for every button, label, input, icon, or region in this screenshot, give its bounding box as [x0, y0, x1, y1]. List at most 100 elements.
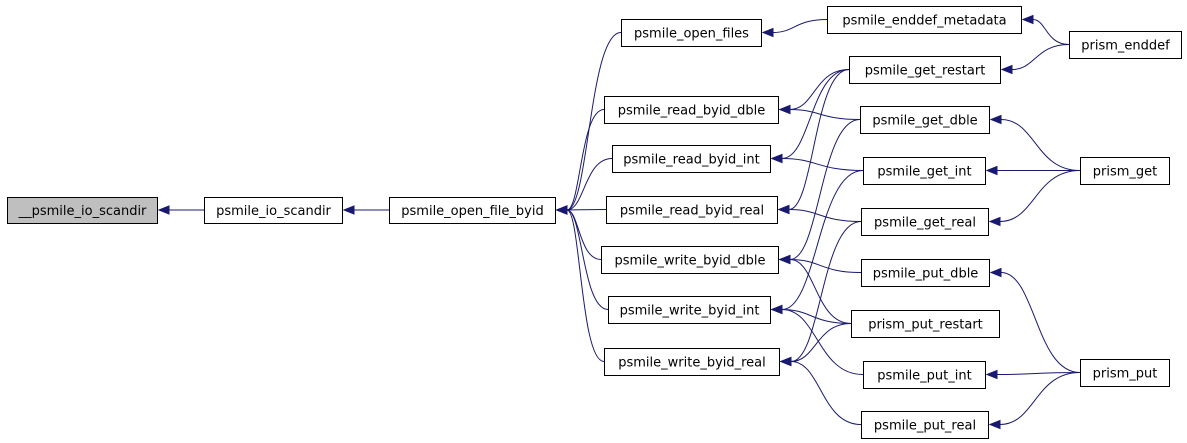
- node-label: prism_put: [1093, 367, 1158, 382]
- graph-node-put-real[interactable]: psmile_put_real: [861, 411, 989, 439]
- graph-node-write-int[interactable]: psmile_write_byid_int: [608, 296, 771, 324]
- edge-line: [789, 259, 852, 324]
- graph-node-get-restart[interactable]: psmile_get_restart: [849, 56, 1001, 84]
- call-edge: [770, 304, 864, 375]
- edge-arrowhead: [770, 304, 783, 315]
- edge-line: [781, 309, 852, 324]
- call-edge: [761, 19, 828, 38]
- node-label: psmile_write_byid_int: [620, 304, 760, 319]
- node-label: __psmile_io_scandir: [18, 204, 147, 219]
- node-label: psmile_get_int: [877, 165, 971, 180]
- edge-line: [789, 259, 862, 273]
- node-label: psmile_get_dble: [872, 114, 977, 129]
- edge-arrowhead: [342, 205, 355, 215]
- graph-node-psmile-io-scandir[interactable]: psmile_io_scandir: [204, 197, 343, 224]
- edge-arrowhead: [761, 27, 774, 38]
- graph-node-psmile-io-scandir-us[interactable]: __psmile_io_scandir: [7, 197, 158, 224]
- edge-arrowhead: [555, 205, 568, 215]
- node-label: prism_put_restart: [868, 318, 983, 333]
- edge-line: [996, 372, 1081, 375]
- edge-line: [789, 109, 861, 120]
- node-box: [608, 296, 771, 324]
- edge-arrowhead: [989, 114, 1002, 125]
- graph-node-open-files[interactable]: psmile_open_files: [621, 19, 762, 47]
- node-label: psmile_put_dble: [873, 267, 979, 282]
- node-box: [827, 6, 1022, 34]
- edge-line: [789, 119, 861, 260]
- graph-node-write-dble[interactable]: psmile_write_byid_dble: [601, 246, 779, 274]
- node-box: [861, 208, 989, 236]
- edge-line: [1011, 44, 1070, 70]
- call-edge: [778, 104, 861, 120]
- call-edge: [985, 165, 1080, 176]
- node-label: psmile_io_scandir: [216, 204, 331, 219]
- call-edge: [555, 205, 605, 362]
- edge-line: [1000, 272, 1081, 373]
- call-edge: [778, 254, 862, 273]
- call-edge: [988, 372, 1081, 430]
- graph-node-put-int[interactable]: psmile_put_int: [863, 361, 986, 389]
- graph-node-read-dble[interactable]: psmile_read_byid_dble: [604, 96, 779, 124]
- graph-node-put-restart[interactable]: prism_put_restart: [851, 310, 1000, 338]
- edge-arrowhead: [157, 205, 170, 215]
- graph-node-get-int[interactable]: psmile_get_int: [863, 157, 986, 185]
- edge-line: [781, 170, 864, 310]
- node-box: [861, 411, 989, 439]
- edge-arrowhead: [985, 369, 998, 380]
- graph-node-read-int[interactable]: psmile_read_byid_int: [612, 145, 771, 173]
- node-box: [863, 361, 986, 389]
- edge-line: [1000, 119, 1081, 171]
- edge-line: [999, 170, 1081, 222]
- node-label: psmile_read_byid_dble: [618, 104, 766, 119]
- call-edge: [555, 109, 605, 215]
- node-box: [204, 197, 343, 224]
- call-edge: [989, 267, 1081, 373]
- node-box: [849, 56, 1001, 84]
- graph-node-write-real[interactable]: psmile_write_byid_real: [604, 348, 780, 376]
- edge-line: [789, 69, 850, 110]
- call-edge: [555, 205, 602, 260]
- edge-line: [790, 323, 852, 362]
- edge-arrowhead: [988, 419, 1001, 430]
- node-box: [606, 196, 778, 224]
- edge-line: [788, 209, 862, 222]
- edge-arrowhead: [778, 254, 791, 265]
- call-edge: [770, 153, 864, 171]
- edge-line: [772, 19, 828, 33]
- node-box: [7, 197, 158, 224]
- node-label: psmile_open_files: [634, 27, 749, 42]
- call-edge: [985, 369, 1081, 380]
- edge-arrowhead: [1021, 14, 1034, 25]
- edge-line: [566, 209, 609, 310]
- edge-line: [566, 109, 605, 211]
- graph-node-get-real[interactable]: psmile_get_real: [861, 208, 989, 236]
- edge-arrowhead: [779, 356, 792, 367]
- node-box: [1080, 359, 1170, 387]
- graph-node-prism-get[interactable]: prism_get: [1080, 157, 1170, 185]
- graph-node-open-file-byid[interactable]: psmile_open_file_byid: [389, 197, 556, 224]
- call-edge: [342, 205, 390, 215]
- graph-node-put-dble[interactable]: psmile_put_dble: [861, 259, 990, 287]
- call-edge: [779, 356, 862, 425]
- edge-line: [781, 158, 864, 171]
- edge-line: [566, 158, 613, 211]
- graph-node-enddef-metadata[interactable]: psmile_enddef_metadata: [827, 6, 1022, 34]
- node-box: [860, 106, 990, 134]
- graph-node-get-dble[interactable]: psmile_get_dble: [860, 106, 990, 134]
- node-label: psmile_put_int: [877, 369, 971, 384]
- edge-arrowhead: [989, 267, 1002, 278]
- node-label: psmile_get_real: [874, 216, 976, 231]
- graph-node-read-real[interactable]: psmile_read_byid_real: [606, 196, 778, 224]
- call-edge: [778, 119, 861, 265]
- call-edge: [157, 205, 205, 215]
- graph-node-prism-enddef[interactable]: prism_enddef: [1069, 31, 1182, 59]
- edge-line: [999, 372, 1081, 425]
- call-edge: [989, 114, 1081, 171]
- edge-arrowhead: [778, 104, 791, 115]
- node-box: [861, 259, 990, 287]
- graph-node-prism-put[interactable]: prism_put: [1080, 359, 1170, 387]
- edge-line: [788, 69, 850, 210]
- node-box: [1080, 157, 1170, 185]
